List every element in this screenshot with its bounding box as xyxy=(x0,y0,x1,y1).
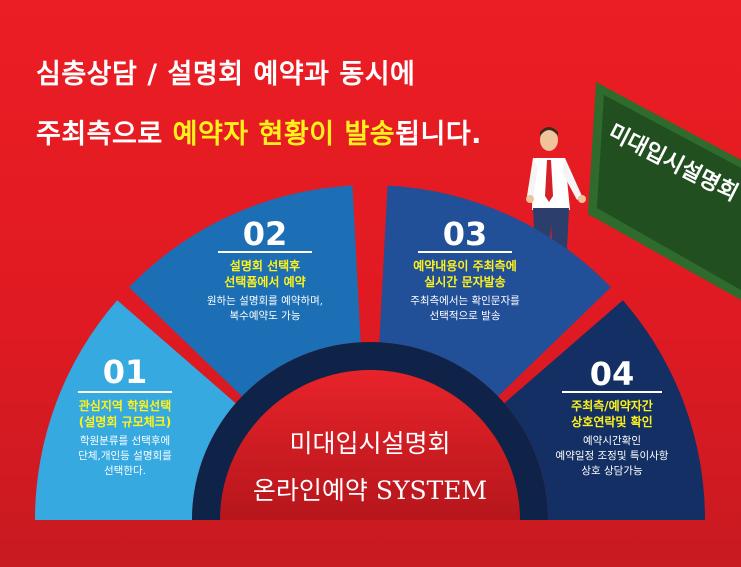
step-title: (설명회 규모체크) xyxy=(79,414,171,429)
step-title: 설명회 선택후 xyxy=(230,258,300,273)
step-description: 주최측에서는 확인문자를 xyxy=(410,294,520,307)
step-title: 주최측/예약자간 xyxy=(571,398,653,413)
step-title: 선택폼에서 예약 xyxy=(224,274,305,289)
step-number-03: 03 xyxy=(443,215,488,253)
center-hub xyxy=(220,370,520,520)
step-description: 상호 상담가능 xyxy=(581,465,643,477)
step-number-01: 01 xyxy=(103,353,148,391)
step-description: 예약시간확인 xyxy=(583,434,641,447)
center-title-line-1: 미대입시설명회 xyxy=(289,429,450,458)
step-description: 복수예약도 가능 xyxy=(230,309,301,322)
step-description: 선택적으로 발송 xyxy=(430,310,501,322)
step-description: 학원분류를 선택후에 xyxy=(80,435,170,447)
step-description: 선택한다. xyxy=(104,465,146,477)
step-title: 예약내용이 주최측에 xyxy=(413,258,517,273)
step-description: 예약일정 조정및 특이사항 xyxy=(556,449,669,462)
headline-text: 주최측으로 xyxy=(36,119,173,150)
step-segment-03 xyxy=(379,185,611,397)
step-title: 실시간 문자발송 xyxy=(424,274,505,289)
step-number-04: 04 xyxy=(590,355,635,393)
step-number-02: 02 xyxy=(243,215,288,253)
step-description: 단체,개인등 설명회를 xyxy=(78,450,172,462)
step-title: 관심지역 학원선택 xyxy=(79,398,172,413)
headline-highlight: 예약자 현황이 발송 xyxy=(172,119,396,150)
step-description: 원하는 설명회를 예약하며, xyxy=(207,294,323,307)
headline-line-2: 주최측으로 예약자 현황이 발송됩니다. xyxy=(36,112,482,151)
step-segment-04 xyxy=(504,300,705,520)
step-segment-02 xyxy=(129,185,361,397)
headline-text-end: 됩니다. xyxy=(395,119,482,150)
chalkboard: 미대입시설명회 xyxy=(588,82,741,300)
headline-line-1: 심층상담 / 설명회 예약과 동시에 xyxy=(36,59,416,90)
process-segments xyxy=(35,185,705,520)
step-title: 상호연락및 확인 xyxy=(571,414,652,429)
center-title-line-2: 온라인예약 SYSTEM xyxy=(253,476,487,505)
step-segment-01 xyxy=(35,300,236,520)
